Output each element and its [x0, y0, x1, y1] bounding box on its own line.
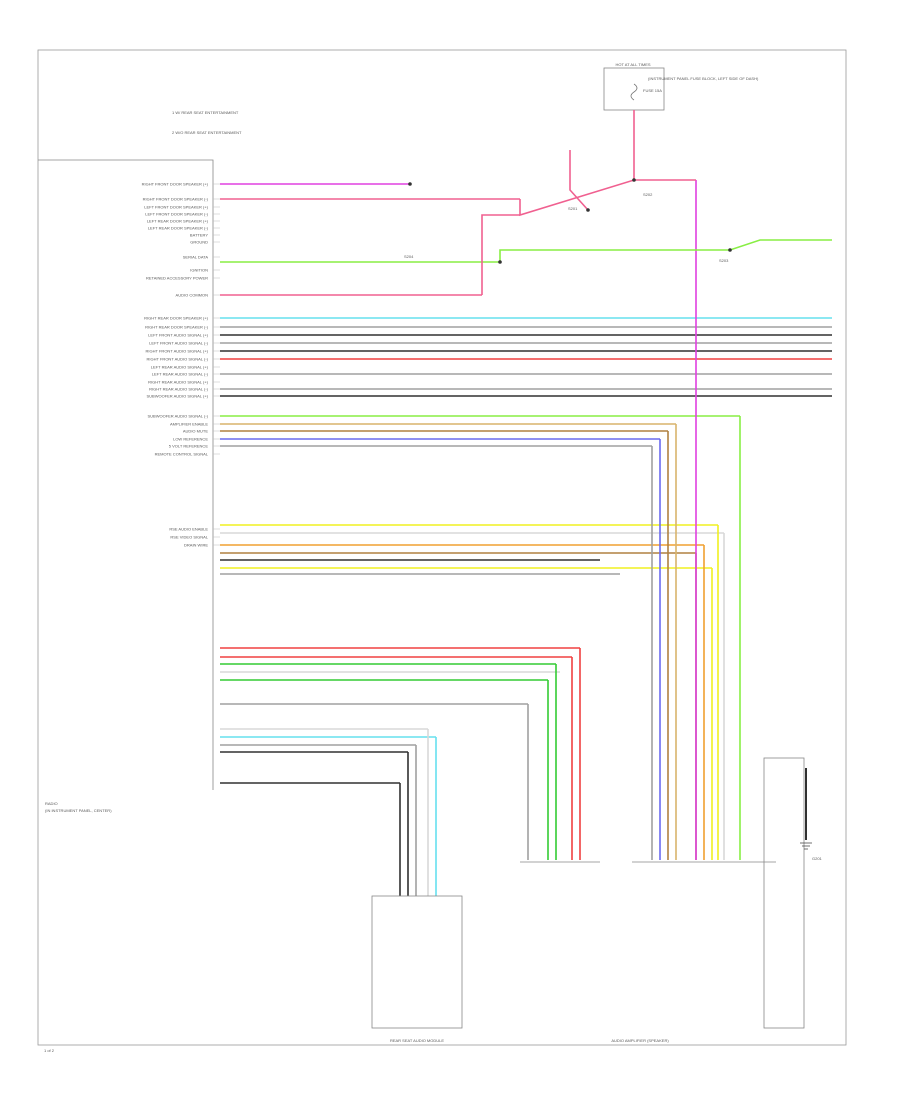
splice-label-s203: S203 — [719, 258, 729, 263]
radio-pin-label: LEFT FRONT DOOR SPEAKER (-) — [145, 212, 208, 217]
radio-pin-label: BATTERY — [190, 233, 208, 238]
splice-dot — [586, 208, 590, 212]
rear-seat-audio-module — [371, 895, 463, 1029]
radio-pin-label: AMPLIFIER ENABLE — [170, 422, 208, 427]
radio-pin-label: SUBWOOFER AUDIO SIGNAL (-) — [147, 414, 208, 419]
splice-dot — [498, 260, 502, 264]
page-number: 1 of 2 — [44, 1048, 55, 1053]
splice-label-s202: S202 — [643, 192, 653, 197]
wire-splice-feed — [569, 150, 589, 211]
radio-pin-label: GROUND — [190, 240, 208, 245]
wire-power-feed — [519, 179, 696, 217]
radio-pin-labels: RIGHT FRONT DOOR SPEAKER (+) RIGHT FRONT … — [142, 182, 220, 548]
radio-pin-label: 5 VOLT REFERENCE — [169, 444, 209, 449]
legend-item-2: 2 W/O REAR SEAT ENTERTAINMENT — [172, 130, 242, 135]
splice-dot — [408, 182, 412, 186]
radio-pin-label: RETAINED ACCESSORY POWER — [146, 276, 208, 281]
radio-pin-label: REMOTE CONTROL SIGNAL — [155, 452, 209, 457]
radio-pin-label: RIGHT FRONT AUDIO SIGNAL (+) — [146, 349, 209, 354]
wires — [220, 183, 832, 784]
splice-dot — [632, 178, 636, 182]
diagram-frame — [37, 49, 847, 1046]
wire-power-feed — [481, 214, 520, 295]
fuse-label: FUSE 15A — [643, 88, 662, 93]
audio-amplifier-name: AUDIO AMPLIFIER (SPEAKER) — [611, 1038, 669, 1043]
radio-pin-label: LEFT FRONT AUDIO SIGNAL (-) — [149, 341, 208, 346]
radio-pin-label: LEFT REAR DOOR SPEAKER (+) — [147, 219, 209, 224]
radio-pin-label: DRAIN WIRE — [184, 543, 208, 548]
radio-pin-label: RIGHT REAR DOOR SPEAKER (+) — [144, 316, 208, 321]
radio-pin-label: RIGHT REAR DOOR SPEAKER (-) — [145, 325, 208, 330]
legend-item-1: 1 W/ REAR SEAT ENTERTAINMENT — [172, 110, 239, 115]
radio-module-name: RADIO — [45, 801, 58, 806]
fuse-block-name: HOT AT ALL TIMES — [615, 62, 650, 67]
fuse-symbol — [630, 83, 638, 101]
fuse-block-location: (INSTRUMENT PANEL FUSE BLOCK, LEFT SIDE … — [648, 76, 759, 81]
radio-pin-label: LEFT FRONT AUDIO SIGNAL (+) — [148, 333, 208, 338]
radio-pin-label: RSE VIDEO SIGNAL — [170, 535, 208, 540]
radio-pin-label: RIGHT FRONT DOOR SPEAKER (+) — [142, 182, 209, 187]
ground-connector — [763, 757, 805, 1029]
splice-label-s204: S204 — [404, 254, 414, 259]
radio-pin-label: LEFT REAR AUDIO SIGNAL (-) — [152, 372, 209, 377]
radio-pin-label: LEFT REAR DOOR SPEAKER (-) — [148, 226, 209, 231]
radio-pin-label: RIGHT REAR AUDIO SIGNAL (-) — [149, 387, 209, 392]
ground-symbol — [800, 842, 812, 850]
wire-serial-data — [499, 239, 832, 262]
splice-label-s201: S201 — [568, 206, 578, 211]
radio-pin-label: RIGHT FRONT DOOR SPEAKER (-) — [143, 197, 209, 202]
radio-pin-label: IGNITION — [190, 268, 208, 273]
radio-pin-label: AUDIO MUTE — [183, 429, 208, 434]
radio-pin-label: LEFT REAR AUDIO SIGNAL (+) — [151, 365, 209, 370]
radio-pin-label: AUDIO COMMON — [176, 293, 209, 298]
radio-module — [38, 159, 214, 790]
radio-pin-label: LOW REFERENCE — [173, 437, 208, 442]
radio-pin-label: RIGHT FRONT AUDIO SIGNAL (-) — [147, 357, 209, 362]
vertical-wires — [399, 110, 832, 896]
rear-seat-audio-module-name: REAR SEAT AUDIO MODULE — [390, 1038, 444, 1043]
radio-pin-label: SUBWOOFER AUDIO SIGNAL (+) — [146, 394, 208, 399]
radio-pin-label: LEFT FRONT DOOR SPEAKER (+) — [144, 205, 208, 210]
radio-pin-label: SERIAL DATA — [183, 255, 209, 260]
radio-pin-label: RIGHT REAR AUDIO SIGNAL (+) — [148, 380, 209, 385]
radio-pin-label: RSE AUDIO ENABLE — [169, 527, 208, 532]
splice-dot — [728, 248, 732, 252]
radio-module-location: (IN INSTRUMENT PANEL, CENTER) — [45, 808, 112, 813]
ground-label: G201 — [812, 856, 823, 861]
